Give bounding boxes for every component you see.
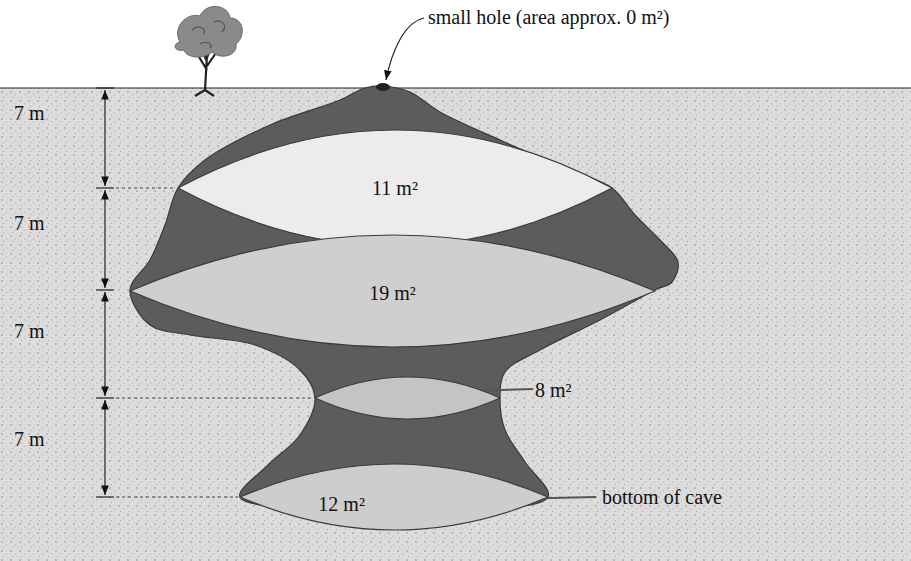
area-label: 8 m² <box>535 379 572 401</box>
area-label: 11 m² <box>372 177 418 199</box>
callout-label: bottom of cave <box>602 486 722 508</box>
dimension: 7 m <box>14 428 45 450</box>
cross-section: 19 m² <box>130 235 655 347</box>
section-lens <box>178 130 612 246</box>
section-lens <box>315 377 500 419</box>
dimension: 7 m <box>14 212 45 234</box>
cave-outline <box>130 86 678 509</box>
hole-label: small hole (area approx. 0 m²) <box>428 6 669 28</box>
leader-line <box>386 18 424 80</box>
cross-section: 12 m² <box>240 464 548 530</box>
cross-section: 8 m² <box>315 377 500 419</box>
section-lens <box>130 235 655 347</box>
section-lens <box>315 377 500 419</box>
level-lines <box>116 188 313 497</box>
dimension-lines <box>96 88 114 497</box>
area-label: 19 m² <box>369 282 416 304</box>
cross-section: 11 m² <box>178 130 612 246</box>
dimension: 7 m <box>14 102 45 124</box>
hole <box>376 83 390 91</box>
dimension: 7 m <box>14 320 45 342</box>
ground <box>0 88 911 561</box>
section-lens <box>240 464 548 530</box>
section-lens <box>240 464 548 530</box>
area-label: 12 m² <box>318 493 365 515</box>
ground-line <box>0 87 911 88</box>
tree <box>175 6 242 96</box>
